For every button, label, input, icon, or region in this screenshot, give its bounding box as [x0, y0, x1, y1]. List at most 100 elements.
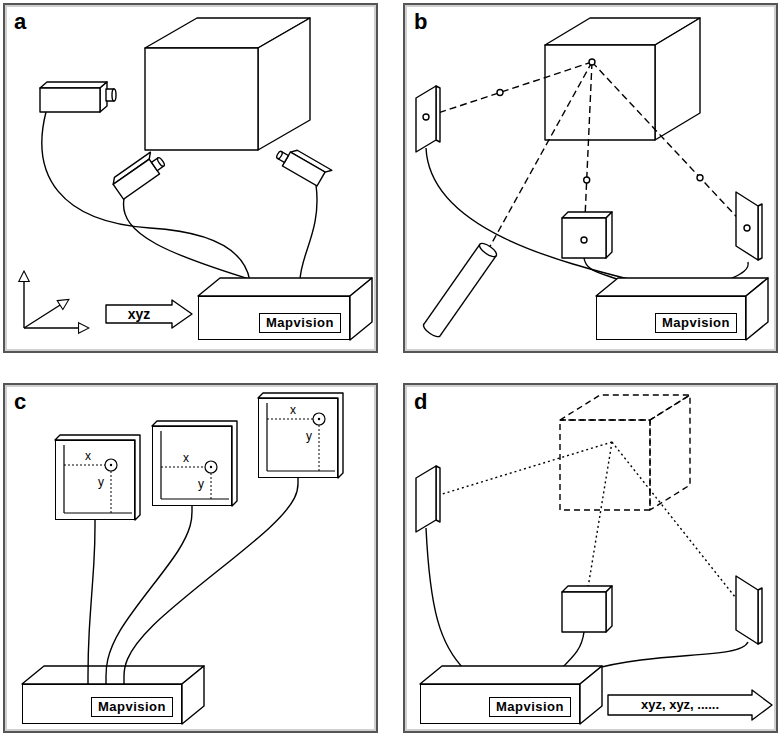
image-axis — [64, 512, 132, 513]
virtual-object — [650, 395, 690, 510]
probe-cylinder — [424, 244, 496, 335]
coordinate-guide — [111, 471, 112, 513]
arrow-outline — [608, 690, 772, 720]
camera-cable — [124, 478, 298, 684]
target-point — [697, 175, 703, 181]
coordinate-axes — [24, 272, 88, 328]
axis-label: y — [98, 475, 104, 489]
camera — [40, 82, 107, 88]
image-axis — [266, 403, 267, 471]
camera — [110, 149, 167, 199]
target-image — [205, 461, 217, 473]
image-sensor — [416, 466, 762, 644]
mapvision-unit: Mapvision — [596, 296, 746, 340]
image-sensor — [416, 466, 436, 532]
unit-housing — [198, 278, 372, 296]
camera — [282, 152, 325, 186]
unit-label: Mapvision — [655, 313, 737, 333]
axis-label: x — [85, 449, 91, 463]
camera-cable — [590, 642, 748, 670]
coordinate-guide — [161, 467, 205, 468]
probe-cylinder — [478, 241, 499, 259]
image-frame-depth — [55, 393, 343, 520]
image-axis — [267, 470, 335, 471]
figure-panel: aMapvision xyz — [3, 3, 378, 353]
measured-object — [655, 18, 700, 140]
sight-line — [592, 62, 747, 228]
image-plane — [56, 441, 133, 518]
image-sensor — [606, 212, 612, 258]
camera-cable — [106, 506, 192, 684]
virtual-object — [560, 395, 690, 510]
unit-housing — [420, 666, 602, 724]
target-point — [584, 177, 590, 183]
measured-object — [145, 48, 258, 150]
illustration — [22, 18, 768, 724]
target-point — [744, 225, 750, 231]
figure-panel: dMapvision xyz, xyz, ...... — [403, 383, 778, 733]
image-sensor — [736, 576, 758, 644]
sight-line — [426, 62, 592, 117]
axis-label: y — [306, 429, 312, 443]
camera — [40, 88, 100, 112]
camera — [276, 151, 283, 160]
unit-housing — [580, 666, 602, 724]
camera-image: xy — [152, 426, 232, 506]
coordinate-guide — [211, 473, 212, 499]
coordinate-guide — [319, 425, 320, 471]
camera-cable — [560, 632, 584, 670]
sight-line — [426, 442, 612, 499]
output-arrow: xyz — [106, 300, 192, 328]
image-sensor — [562, 586, 612, 592]
measured-object — [545, 18, 700, 140]
coordinate-guide — [64, 465, 105, 466]
unit-label: Mapvision — [259, 313, 341, 333]
image-plane — [259, 399, 336, 476]
unit-housing — [420, 666, 602, 684]
coordinate-output: xyz — [128, 306, 151, 322]
unit-housing — [350, 278, 372, 340]
camera — [156, 157, 165, 167]
probe-cylinder — [422, 241, 499, 339]
camera — [112, 89, 116, 101]
unit-housing — [182, 666, 204, 724]
axis-label: x — [183, 451, 189, 465]
mapvision-unit: Mapvision — [198, 296, 350, 340]
mapvision-unit: Mapvision — [22, 684, 182, 724]
measured-object — [258, 18, 310, 150]
target-image — [105, 459, 117, 471]
coordinate-axes — [24, 300, 68, 328]
coordinate-output: xyz, xyz, ...... — [641, 697, 719, 713]
arrow-outline — [106, 300, 192, 328]
camera-cable — [88, 520, 95, 684]
target-point — [589, 59, 595, 65]
target-point — [423, 114, 429, 120]
axis-label: y — [198, 477, 204, 491]
image-frame-depth — [55, 435, 140, 520]
image-axis — [160, 431, 161, 499]
panel-letter: d — [414, 389, 427, 415]
image-plane — [153, 427, 230, 504]
coordinate-axes — [23, 272, 24, 328]
unit-label: Mapvision — [91, 697, 173, 717]
image-sensor — [562, 212, 612, 218]
target-point — [423, 59, 750, 243]
image-axis — [63, 445, 64, 513]
image-frame-depth — [152, 421, 237, 506]
unit-housing — [22, 666, 204, 684]
image-sensor — [736, 192, 758, 260]
unit-label: Mapvision — [489, 697, 571, 717]
virtual-object — [560, 420, 650, 510]
unit-housing — [746, 278, 768, 340]
unit-housing — [22, 666, 204, 724]
coordinate-axes — [24, 327, 88, 328]
camera — [274, 143, 332, 189]
panel-letter: a — [14, 9, 26, 35]
coordinate-guide — [267, 419, 313, 420]
figure-panel: cxyxyxyMapvision — [3, 383, 378, 733]
image-sensor — [416, 86, 436, 152]
camera-cable — [124, 199, 262, 283]
